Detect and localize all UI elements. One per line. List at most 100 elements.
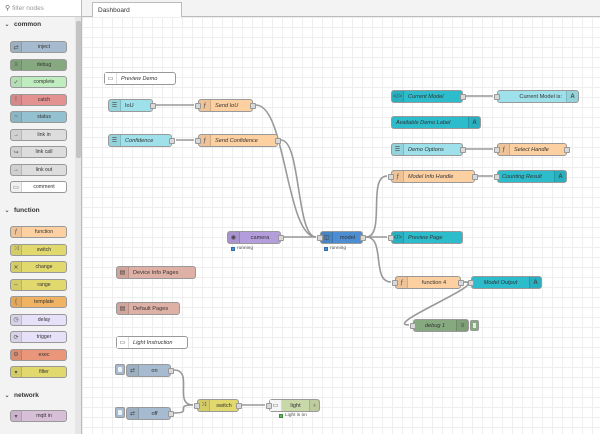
palette-node-icon: ▾ (11, 411, 22, 421)
input-port[interactable] (410, 323, 416, 329)
palette-scroll-thumb[interactable] (75, 21, 81, 158)
input-port[interactable] (195, 138, 201, 144)
node-send-iou[interactable]: ƒ Send IoU (195, 99, 256, 112)
palette-node-icon: ✓ (11, 77, 22, 87)
node-debug-1[interactable]: debug 1 ≡ (410, 319, 469, 332)
input-port[interactable] (392, 280, 398, 286)
output-port[interactable] (250, 103, 256, 109)
palette-node-link-in[interactable]: →link in (10, 128, 67, 141)
inject-off-button[interactable] (115, 407, 125, 418)
node-on[interactable]: ⇄ on (126, 364, 174, 377)
node-camera[interactable]: ◉ camera (227, 231, 284, 244)
palette-search[interactable]: ⚲ filter nodes (0, 0, 81, 17)
tab-dashboard[interactable]: Dashboard (92, 2, 182, 17)
tab-dashboard-label: Dashboard (98, 6, 130, 14)
palette-node-catch[interactable]: !catch (10, 93, 67, 106)
wire-model-info-handle[interactable] (365, 175, 388, 238)
output-port[interactable] (150, 103, 156, 109)
node-current-model[interactable]: </> Current Model (391, 90, 466, 103)
palette-node-trigger[interactable]: ⟳trigger (10, 331, 67, 343)
input-port[interactable] (388, 235, 394, 241)
input-port[interactable] (194, 403, 200, 409)
output-port[interactable] (460, 147, 466, 153)
input-port[interactable] (195, 103, 201, 109)
output-port[interactable] (278, 235, 284, 241)
palette-node-label: inject (37, 44, 51, 50)
wire-model-function-4[interactable] (365, 236, 392, 283)
palette-node-complete[interactable]: ✓ complete (10, 76, 67, 88)
node-light[interactable]: ▭ light ♁ (266, 399, 320, 412)
wire-send-iou-model[interactable] (255, 104, 317, 238)
palette-node-label: delay (37, 316, 51, 323)
input-port[interactable] (468, 280, 474, 286)
node-current-model-is[interactable]: Current Model is: A (494, 90, 579, 103)
text-icon: A (468, 117, 480, 128)
wire-off-switch[interactable] (173, 404, 194, 414)
input-port[interactable] (266, 403, 272, 409)
wire-send-confidence-model[interactable] (280, 139, 317, 238)
chevron-down-icon: ⌄ (4, 21, 10, 28)
input-port[interactable] (388, 174, 394, 180)
palette-node-mqtt-in[interactable]: ▾mqtt in (10, 410, 67, 422)
node-select-handle[interactable]: ƒ Select Handle (494, 143, 570, 156)
node-counting-result[interactable]: Counting Result A (494, 170, 567, 183)
node-model[interactable]: ◫ model (317, 231, 366, 244)
palette-node-switch[interactable]: ⤨switch (10, 243, 67, 256)
palette-node-template[interactable]: {template (10, 296, 67, 308)
wire-on-switch[interactable] (173, 369, 194, 406)
palette-node-range[interactable]: ⇔range (10, 278, 67, 291)
palette-node-debug[interactable]: ≡debug (10, 58, 67, 71)
palette-node-link-out[interactable]: →link out (10, 163, 67, 176)
palette-node-link-call[interactable]: ↪link call (10, 146, 67, 158)
input-port[interactable] (494, 147, 500, 153)
node-model-info-handle[interactable]: ƒ Model Info Handle (388, 170, 478, 183)
output-port[interactable] (168, 411, 174, 417)
output-port[interactable] (458, 280, 464, 286)
palette-node-filter[interactable]: ▾filter (10, 366, 67, 378)
node-label: camera (250, 234, 270, 241)
palette-node-label: complete (33, 79, 55, 85)
category-network-label: network (14, 391, 39, 399)
output-port[interactable] (275, 138, 281, 144)
palette-scrollbar[interactable] (75, 17, 81, 434)
input-port[interactable] (317, 235, 323, 241)
flow-workspace[interactable]: ▭ Preview Demo ☰ IoU ƒ Send IoU ☰ Confid… (82, 17, 600, 434)
node-function-4[interactable]: ƒ function 4 (392, 276, 464, 289)
output-port[interactable] (564, 147, 570, 153)
debug-toggle-button[interactable] (470, 320, 479, 331)
inject-arrow-icon: ⇄ (127, 365, 139, 376)
input-port[interactable] (494, 94, 500, 100)
output-port[interactable] (472, 174, 478, 180)
node-model-output[interactable]: Model Output A (468, 276, 542, 289)
palette-node-change[interactable]: ✕change (10, 261, 67, 273)
palette-node-status[interactable]: ~status (10, 111, 67, 123)
palette-node-inject[interactable]: ⇄inject (10, 41, 67, 53)
node-iou[interactable]: ☰ IoU (108, 99, 156, 112)
category-network[interactable]: ⌄ network (0, 388, 74, 402)
node-device-info-pages[interactable]: ▤ Device Info Pages (116, 266, 196, 279)
category-common[interactable]: ⌄ common (0, 17, 74, 31)
node-default-pages[interactable]: ▤ Default Pages (116, 302, 180, 315)
output-port[interactable] (460, 94, 466, 100)
output-port[interactable] (169, 138, 175, 144)
output-port[interactable] (360, 235, 366, 241)
node-confidence[interactable]: ☰ Confidence (108, 134, 175, 147)
node-available-demo-labels[interactable]: Available Demo Label A (391, 116, 481, 129)
input-port[interactable] (494, 174, 500, 180)
node-switch[interactable]: ⤨ switch (194, 399, 242, 412)
node-preview-page[interactable]: </> Preview Page (388, 231, 463, 244)
output-port[interactable] (168, 368, 174, 374)
inject-on-button[interactable] (115, 364, 125, 375)
node-preview-demo[interactable]: ▭ Preview Demo (104, 72, 176, 85)
category-function[interactable]: ⌄ function (0, 203, 74, 217)
device-icon: ▭ (270, 400, 282, 411)
output-port[interactable] (236, 403, 242, 409)
node-demo-options[interactable]: ☰ Demo Options (391, 143, 466, 156)
node-send-confidence[interactable]: ƒ Send Confidence (195, 134, 281, 147)
node-light-instruction[interactable]: ▭ Light Instruction (116, 336, 188, 349)
node-off[interactable]: ⇄ off (126, 407, 174, 420)
palette-node-exec[interactable]: ⚙exec (10, 348, 67, 361)
palette-node-delay[interactable]: ◷delay (10, 313, 67, 326)
palette-node-comment[interactable]: ▭comment (10, 181, 67, 193)
